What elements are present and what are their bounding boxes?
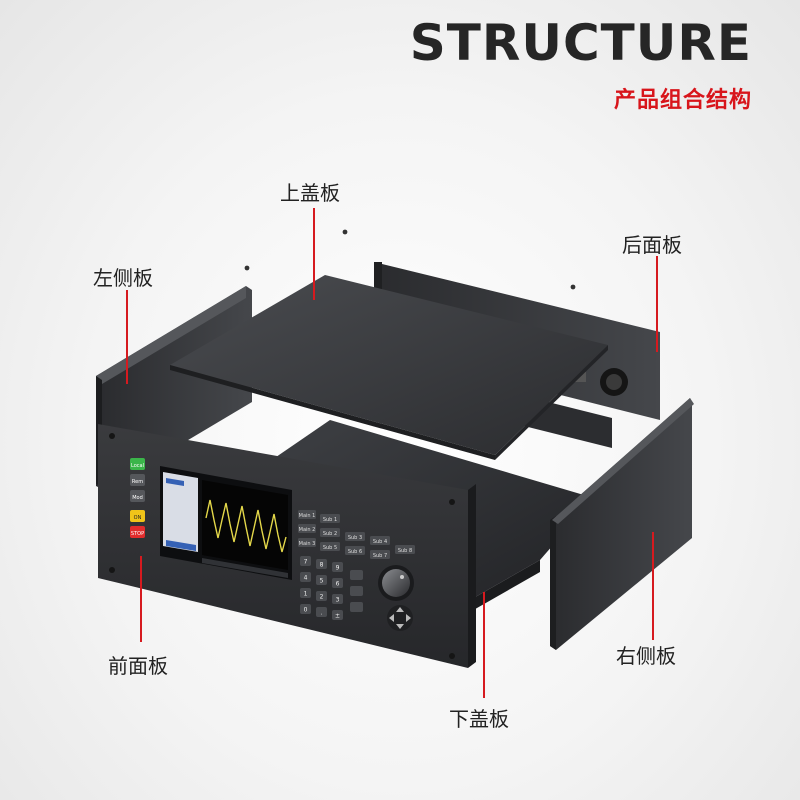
label-bottom-cover: 下盖板 (449, 707, 509, 731)
arrow-down-icon (396, 624, 404, 629)
function-keys: Main 1 Sub 1 Main 2 Sub 2 Sub 3 Sub 4 Ma… (298, 510, 415, 559)
rem-button-label: Rem (132, 479, 143, 485)
screen-menu-list (163, 472, 198, 552)
key-4: 4 (304, 575, 308, 582)
key-sub-5: Sub 5 (323, 545, 337, 551)
key-7: 7 (304, 559, 308, 566)
label-front-panel: 前面板 (108, 654, 168, 678)
key-main-2: Main 2 (299, 527, 316, 533)
leader-left-side (126, 290, 128, 384)
leader-rear-panel (656, 256, 658, 352)
local-button (130, 458, 145, 470)
numeric-keypad: 7 8 9 4 5 6 1 2 3 0 . ± (300, 556, 363, 620)
top-cover (170, 275, 608, 460)
key-sub-8: Sub 8 (398, 548, 412, 554)
label-rear-panel: 后面板 (622, 233, 682, 257)
page-subtitle: 产品组合结构 (613, 88, 752, 113)
key-main-1: Main 1 (299, 513, 316, 519)
mod-button (130, 490, 145, 502)
screen-sine-wave (205, 499, 287, 553)
label-top-cover: 上盖板 (280, 181, 340, 205)
arrow-up-icon (396, 607, 404, 612)
mod-button-label: Mod (132, 495, 143, 501)
leader-front-panel (140, 556, 142, 642)
key-3: 3 (336, 597, 340, 604)
key-sub-2: Sub 2 (323, 531, 337, 537)
right-side-panel (550, 398, 694, 650)
key-sub-3: Sub 3 (348, 535, 362, 541)
key-6: 6 (336, 581, 340, 588)
front-panel: Local Rem Mod ON STOP Main 1 Sub 1 (98, 424, 476, 668)
label-left-side: 左侧板 (93, 266, 153, 290)
label-right-side: 右侧板 (616, 644, 676, 668)
stop-button-label: STOP (131, 531, 144, 537)
key-sub-7: Sub 7 (373, 553, 387, 559)
stop-button (130, 526, 145, 538)
arrow-keys (387, 605, 413, 631)
key-9: 9 (336, 565, 340, 572)
arrow-left-icon (389, 614, 394, 622)
key-1: 1 (304, 591, 308, 598)
key-5: 5 (320, 578, 324, 585)
front-left-buttons: Local Rem Mod ON STOP (130, 458, 145, 538)
arrow-right-icon (406, 614, 411, 622)
local-button-label: Local (131, 463, 144, 469)
screws (244, 229, 576, 290)
rotary-knob-icon (378, 565, 414, 601)
key-sub-6: Sub 6 (348, 549, 362, 555)
on-button (130, 510, 145, 522)
leader-top-cover (313, 208, 315, 300)
key-0: 0 (304, 607, 308, 614)
key-dot: . (321, 610, 323, 617)
leader-right-side (652, 532, 654, 640)
key-2: 2 (320, 594, 324, 601)
rem-button (130, 474, 145, 486)
key-main-3: Main 3 (299, 541, 316, 547)
key-plus-minus: ± (335, 613, 340, 620)
leader-bottom-cover (483, 592, 485, 698)
on-button-label: ON (134, 515, 142, 521)
page-title: STRUCTURE (409, 14, 752, 72)
key-sub-4: Sub 4 (373, 539, 387, 545)
device-screen (160, 466, 292, 580)
key-8: 8 (320, 562, 324, 569)
key-sub-1: Sub 1 (323, 517, 337, 523)
